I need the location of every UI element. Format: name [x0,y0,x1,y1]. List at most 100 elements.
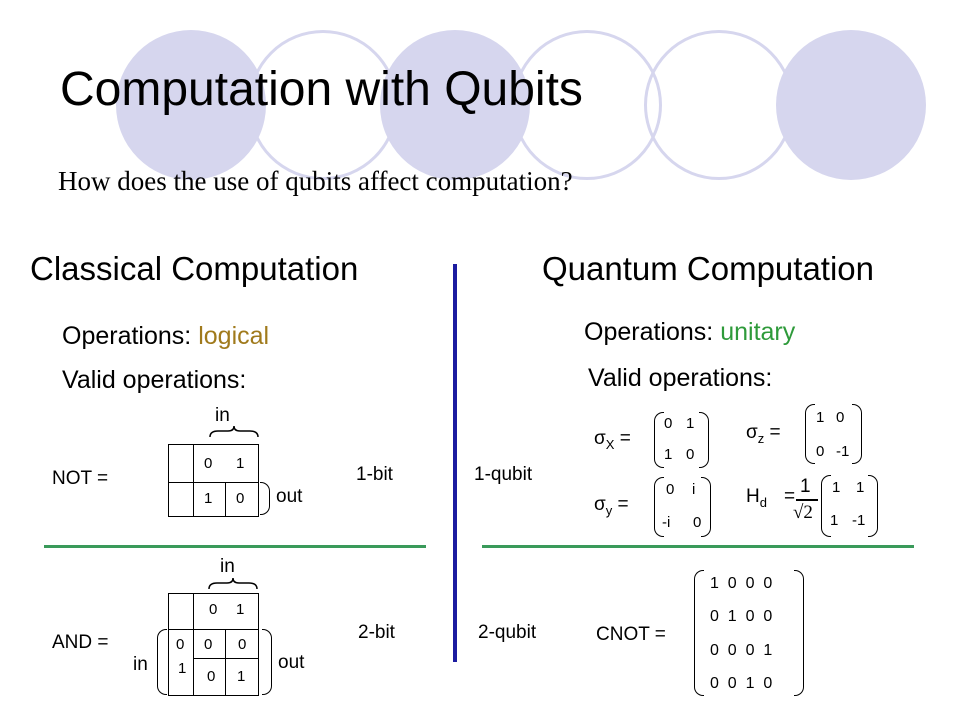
and-table-r1c1 [225,658,259,696]
sigma-x-m10: 1 [664,446,673,463]
sigma-y-m10: -i [662,514,671,531]
sigma-x-bracket-right [699,412,709,468]
hadamard-m11: -1 [852,512,866,529]
horizontal-divider-left [44,545,426,548]
decor-circle-3 [380,30,530,180]
sigma-z-m01: 0 [836,409,845,426]
and-table-header [193,593,259,630]
sigma-x-m11: 0 [686,446,695,463]
sigma-y-label: σy = [594,494,629,518]
hadamard-eq: = [784,486,796,507]
sigma-x-label: σX = [594,428,631,452]
quantum-heading: Quantum Computation [542,250,875,287]
and-out-brace [262,629,272,695]
and-in-top-label: in [220,556,235,577]
hadamard-label: Hd [746,486,767,510]
not-label: NOT = [52,468,109,489]
and-table-corner [168,593,194,630]
cnot-row-3: 0 0 1 0 [710,675,773,692]
quantum-ops-label: Operations: [584,318,714,346]
and-in-left-label: in [133,654,148,675]
classical-ops-label: Operations: [62,322,192,350]
and-row1-val1: 1 [237,668,246,685]
sigma-z-bracket-right [852,404,862,464]
not-table-cell-1 [225,482,259,517]
not-header-1: 1 [236,455,245,472]
two-qubit-label: 2-qubit [478,622,537,643]
and-row0-val0: 0 [204,636,213,653]
sigma-z-eq: = [769,422,781,443]
slide-subtitle: How does the use of qubits affect comput… [58,166,573,196]
slide-title: Computation with Qubits [60,63,583,116]
sigma-z-symbol: σ [746,422,758,443]
not-table-corner [168,444,194,483]
decor-circle-5 [644,30,794,180]
hadamard-m00: 1 [832,479,841,496]
cnot-bracket-left [694,570,704,696]
hadamard-sub: d [759,494,767,510]
cnot-bracket-right [794,570,804,696]
hadamard-m01: 1 [856,479,865,496]
and-row0-key: 0 [176,636,185,653]
sigma-z-m11: -1 [836,443,850,460]
hadamard-bracket-right [868,475,878,537]
sigma-y-m00: 0 [666,481,675,498]
and-row1-val0: 0 [207,668,216,685]
cnot-label: CNOT = [596,624,666,645]
not-table-header [193,444,259,483]
one-qubit-label: 1-qubit [474,464,533,485]
not-out-label: out [276,486,303,507]
hadamard-den: √2 [793,502,813,523]
decor-circle-6 [776,30,926,180]
sigma-x-bracket-left [654,412,664,468]
vertical-divider [453,264,457,662]
and-row0-val1: 0 [238,636,247,653]
sigma-y-symbol: σ [594,494,606,515]
hadamard-num: 1 [800,476,811,497]
sigma-y-m01: i [692,481,696,498]
sigma-z-m10: 0 [816,443,825,460]
not-bits-label: 1-bit [356,464,393,485]
quantum-ops-value: unitary [720,318,796,346]
sigma-x-m00: 0 [664,415,673,432]
not-out-1: 0 [236,490,245,507]
classical-valid-label: Valid operations: [62,366,247,394]
not-out-brace [260,482,270,515]
not-in-label: in [215,405,230,426]
sigma-x-sub: X [605,436,615,452]
sigma-y-sub: y [605,502,613,518]
and-header-1: 1 [236,601,245,618]
and-label: AND = [52,632,109,653]
quantum-valid-label: Valid operations: [588,364,773,392]
sigma-x-m01: 1 [686,415,695,432]
and-row1-key: 1 [178,660,187,677]
sigma-z-bracket-left [805,404,815,464]
and-out-label: out [278,652,305,673]
classical-operations: Operations: logical [62,322,269,351]
sigma-z-label: σz = [746,422,781,446]
sigma-z-sub: z [757,430,765,446]
and-in-brace-top [208,577,258,590]
and-header-0: 0 [209,601,218,618]
decor-circle-1 [116,30,266,180]
and-bits-label: 2-bit [358,622,395,643]
horizontal-divider-right [482,545,914,548]
and-in-brace-left [157,629,167,695]
cnot-row-1: 0 1 0 0 [710,608,773,625]
not-header-0: 0 [204,455,213,472]
classical-heading: Classical Computation [30,250,359,287]
not-table-row-key [168,482,194,517]
not-out-0: 1 [204,490,213,507]
not-in-brace [209,425,259,438]
hadamard-symbol: H [746,486,760,507]
classical-ops-value: logical [198,322,270,350]
sigma-x-symbol: σ [594,428,606,449]
quantum-operations: Operations: unitary [584,318,795,347]
sigma-z-m00: 1 [816,409,825,426]
hadamard-fraction-bar [796,499,818,501]
hadamard-m10: 1 [830,512,839,529]
sigma-x-eq: = [619,428,631,449]
sigma-y-bracket-right [701,477,711,537]
sigma-y-eq: = [617,494,629,515]
cnot-row-2: 0 0 0 1 [710,642,773,659]
